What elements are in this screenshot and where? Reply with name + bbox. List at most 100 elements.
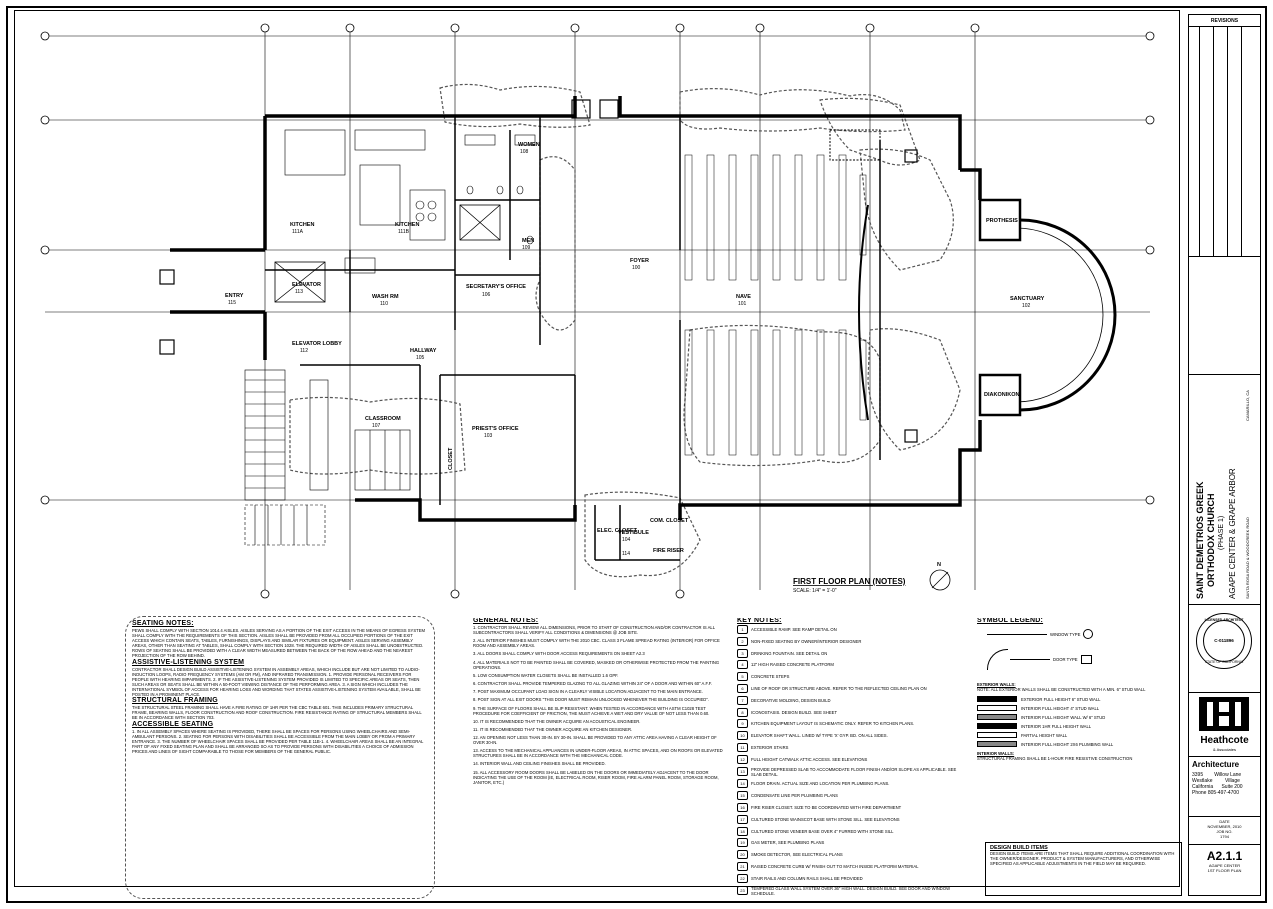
project-name-block: SAINT DEMETRIOS GREEK ORTHODOX CHURCH (P… xyxy=(1189,375,1260,605)
key-note-tag-icon: 20 xyxy=(737,850,748,860)
room-number: 102 xyxy=(1022,303,1031,309)
room-number: 103 xyxy=(484,433,493,439)
general-note: 4. ALL MATERIALS NOT TO BE PAINTED SHALL… xyxy=(473,659,720,670)
pew xyxy=(772,329,781,456)
wall-swatch-icon xyxy=(977,723,1017,729)
room-number: 107 xyxy=(372,423,381,429)
stairs xyxy=(244,369,326,546)
window-tag-icon xyxy=(1083,629,1094,639)
room-name: WASH RM xyxy=(372,294,399,300)
general-note: 6. CONTRACTOR SHALL PROVIDE TEMPERED GLA… xyxy=(473,680,712,686)
key-note-tag-icon: 19 xyxy=(737,838,748,848)
section-body: DESIGN BUILD ITEMS ARE ITEMS THAT SHALL … xyxy=(990,851,1175,866)
room-name: SECRETARY'S OFFICE xyxy=(466,284,526,290)
pew xyxy=(728,154,737,281)
classroom-tables xyxy=(309,379,411,491)
key-note-tag-icon: 21 xyxy=(737,861,748,871)
wall-type-label: INTERIOR 1HR FULL HEIGHT WALL xyxy=(1021,723,1092,729)
room-name: WOMEN xyxy=(518,142,540,148)
revisions-title: REVISIONS xyxy=(1189,15,1260,27)
section-body: PEWS SHALL COMPLY WITH SECTION 1014.4 AI… xyxy=(132,628,425,658)
room-name: CLOSET xyxy=(448,447,454,470)
section-title: GENERAL NOTES: xyxy=(473,618,539,624)
kitchen-equipment xyxy=(284,129,446,274)
section-title: SYMBOL LEGEND: xyxy=(977,618,1044,624)
general-note: 10. IT IS RECOMMENDED THAT THE OWNER ACQ… xyxy=(473,718,641,724)
wall-type-row: INTERIOR 1HR FULL HEIGHT WALL xyxy=(977,723,1182,729)
copyright-notes xyxy=(1189,257,1260,375)
room-name: ELEVATOR xyxy=(292,282,321,288)
section-title: STRUCTURAL FRAMING xyxy=(132,697,218,704)
key-note-text: KITCHEN EQUIPMENT LAYOUT IS SCHEMATIC ON… xyxy=(751,721,915,727)
room-number: 113 xyxy=(295,289,303,295)
general-note: 14. INTERIOR WALL AND CEILING FINISHES S… xyxy=(473,761,606,767)
section-title: DESIGN BUILD ITEMS xyxy=(990,845,1048,851)
pew xyxy=(684,154,693,281)
legend-subtitle: INTERIOR WALLS: xyxy=(977,751,1015,756)
firm-address: 3395 Willow Lane xyxy=(1192,772,1242,778)
pew xyxy=(750,329,759,456)
room-number: 105 xyxy=(416,355,425,361)
wall-type-row: INTERIOR FULL HEIGHT WALL W/ 6" STUD xyxy=(977,714,1182,720)
room-name: ELEVATOR LOBBY xyxy=(292,341,342,347)
room-number: 110 xyxy=(380,301,388,307)
room-name: SANCTUARY xyxy=(1010,296,1045,302)
key-note-tag-icon: 15 xyxy=(737,791,748,801)
key-note-tag-icon: 11 xyxy=(737,742,748,752)
key-note-tag-icon: 12 xyxy=(737,754,748,764)
legend-subtitle: EXTERIOR WALLS: xyxy=(977,682,1016,687)
section-title: SEATING NOTES: xyxy=(132,620,194,627)
revisions-table xyxy=(1189,27,1260,257)
pew xyxy=(838,329,847,456)
key-note-tag-icon: 7 xyxy=(737,695,748,705)
floor-plan: KITCHEN 111B KITCHEN 111A ENTRY 115 ELEV… xyxy=(40,23,1155,599)
wall-type-label: INTERIOR FULL HEIGHT 2X6 PLUMBING WALL xyxy=(1021,741,1114,747)
key-note-text: PROVIDE DEPRESSED SLAB TO ACCOMMODATE FL… xyxy=(751,766,957,777)
wall-type-row: INTERIOR FULL HEIGHT 2X6 PLUMBING WALL xyxy=(977,741,1182,747)
grid-bubbles xyxy=(40,23,1155,599)
room-labels: KITCHEN 111B KITCHEN 111A ENTRY 115 ELEV… xyxy=(225,142,1045,557)
key-note-tag-icon: 5 xyxy=(737,672,748,682)
room-name: ELEC. CLOSET xyxy=(597,528,638,534)
room-name: FOYER xyxy=(630,258,649,264)
key-note-text: CULTURED STONE VENEER BASE OVER 4" FURRE… xyxy=(751,828,894,834)
interior-walls xyxy=(265,116,881,561)
date-value: NOVEMBER, 2010 xyxy=(1207,824,1242,829)
general-note: 9. THE SURFACE OF FLOORS SHALL BE SLIP R… xyxy=(473,705,710,716)
stamp-license: C-011896 xyxy=(1214,638,1234,643)
legend-label: DOOR TYPE xyxy=(1053,657,1078,662)
section-body: 1. IN ALL ASSEMBLY SPACES WHERE SEATING … xyxy=(132,728,424,754)
section-body: THE STRUCTURAL STEEL FRAMING SHALL HAVE … xyxy=(132,705,422,720)
restroom-fixtures xyxy=(464,134,536,245)
room-number: 114 xyxy=(622,551,630,557)
key-note-text: FIRE RISER CLOSET. SIZE TO BE COORDINATE… xyxy=(751,804,902,810)
key-note-text: CONDENSATE LINE PER PLUMBING PLANS xyxy=(751,793,838,799)
title-block: REVISIONS SAINT DEMETRIOS GREEK ORTHODOX… xyxy=(1188,14,1261,896)
wall-swatch-icon xyxy=(977,741,1017,747)
room-name: ENTRY xyxy=(225,293,244,299)
room-name: KITCHEN xyxy=(290,222,314,228)
project-name-line: ORTHODOX CHURCH xyxy=(1206,493,1216,588)
room-number: 108 xyxy=(520,149,529,155)
nave-pews xyxy=(684,154,867,456)
room-name: MEN xyxy=(522,238,534,244)
room-name: CLASSROOM xyxy=(365,416,401,422)
key-note-tag-icon: 4 xyxy=(737,660,748,670)
key-note-tag-icon: 10 xyxy=(737,731,748,741)
firm-logo-icon xyxy=(1199,697,1249,731)
key-note-tag-icon: 1 xyxy=(737,625,748,634)
key-note-text: CULTURED STONE WAINSCOT BASE WITH STONE … xyxy=(751,816,900,822)
general-note: 12. AN OPENING NOT LESS THAN 30-IN. BY 3… xyxy=(473,735,717,746)
room-name: PROTHESIS xyxy=(986,218,1018,224)
firm-discipline: Architecture xyxy=(1192,760,1240,769)
